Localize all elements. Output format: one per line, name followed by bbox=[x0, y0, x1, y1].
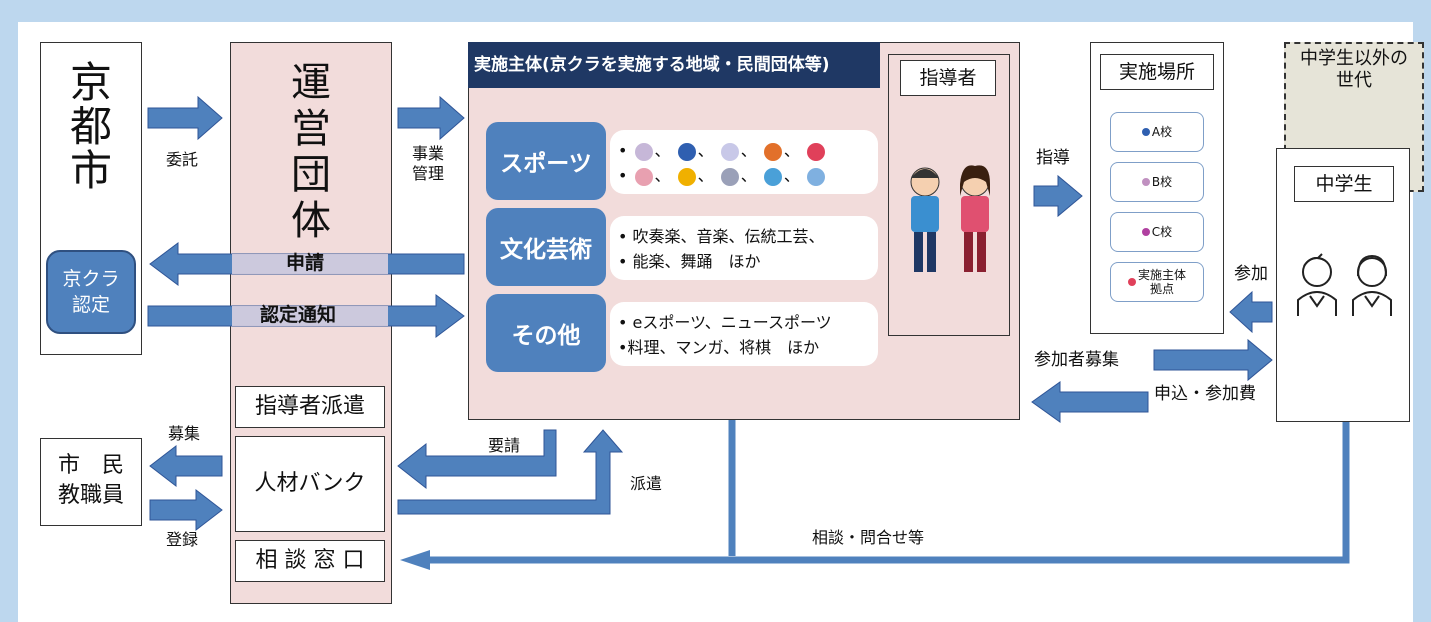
students-title: 中学生 bbox=[1294, 166, 1394, 202]
sports-line1: • 、 、 、 、 bbox=[618, 138, 878, 163]
consult-line-students bbox=[430, 422, 1350, 564]
other-line1: • eスポーツ、ニュースポーツ bbox=[618, 313, 832, 332]
label-application: 申請 bbox=[286, 252, 325, 274]
talent-bank-box: 人材バンク bbox=[235, 436, 385, 532]
label-recruit: 募集 bbox=[168, 424, 201, 443]
citizens-line2: 教職員 bbox=[57, 483, 124, 508]
instructor-figures bbox=[910, 165, 990, 272]
arrow-register bbox=[149, 488, 223, 532]
other-gen-line1: 中学生以外の bbox=[1300, 48, 1408, 69]
baseball-icon bbox=[634, 142, 653, 161]
boy-student-icon bbox=[1297, 253, 1337, 316]
venue-c-school: C校 bbox=[1110, 212, 1204, 252]
ball-icon bbox=[1141, 128, 1150, 136]
instructor-box bbox=[888, 54, 1010, 336]
arrow-recruit bbox=[149, 444, 223, 488]
operator-char-1: 運 bbox=[291, 60, 331, 106]
consult-window-box: 相 談 窓 口 bbox=[235, 540, 385, 582]
citizens-line1: 市 民 bbox=[57, 453, 124, 478]
arrow-management bbox=[397, 95, 465, 141]
label-business-2: 管理 bbox=[412, 164, 445, 183]
arrow-commission bbox=[147, 95, 223, 141]
label-notice: 認定通知 bbox=[260, 304, 337, 326]
label-commission: 委託 bbox=[166, 150, 199, 169]
kyoto-city-char-2: 都 bbox=[69, 102, 112, 151]
operator-char-2: 営 bbox=[291, 106, 331, 152]
arrow-dispatch bbox=[397, 429, 624, 515]
other-gen-line2: 世代 bbox=[1336, 70, 1372, 91]
kyocla-cert-line2: 認定 bbox=[71, 294, 110, 316]
badminton-icon bbox=[806, 167, 825, 186]
label-application-fee: 申込・参加費 bbox=[1154, 384, 1256, 404]
venues-title: 実施場所 bbox=[1100, 54, 1214, 90]
venue-b-school: B校 bbox=[1110, 162, 1204, 202]
label-request: 要請 bbox=[488, 436, 521, 455]
sports-line2: • 、 、 、 、 bbox=[618, 163, 878, 188]
kyoto-city-char-1: 京 bbox=[69, 58, 112, 107]
label-recruit-participants: 参加者募集 bbox=[1034, 350, 1119, 370]
running-icon bbox=[677, 167, 696, 186]
arrow-instruction bbox=[1033, 174, 1083, 218]
ball-icon bbox=[1141, 178, 1150, 186]
label-participation: 参加 bbox=[1234, 264, 1268, 284]
sports-activities: • 、 、 、 、 • 、 、 、 、 bbox=[610, 130, 878, 194]
instructor-dispatch-box: 指導者派遣 bbox=[235, 386, 385, 428]
operator-title: 運 営 団 体 bbox=[230, 60, 392, 244]
label-instruction: 指導 bbox=[1036, 148, 1070, 168]
tennis-icon bbox=[634, 167, 653, 186]
table-tennis-icon bbox=[1127, 278, 1136, 286]
label-consultation: 相談・問合せ等 bbox=[812, 528, 925, 547]
female-instructor-icon bbox=[960, 165, 990, 272]
arrow-recruit-participants bbox=[1153, 338, 1273, 382]
girl-student-icon bbox=[1352, 254, 1392, 316]
venue-implementer-base: 実施主体 拠点 bbox=[1110, 262, 1204, 302]
kyoto-city-char-3: 市 bbox=[69, 146, 112, 195]
other-line2: •料理、マンガ、将棋 ほか bbox=[618, 338, 820, 357]
kyoto-city-box: 京 都 市 bbox=[40, 42, 142, 355]
arrow-consultation-head bbox=[400, 550, 430, 570]
sumo-icon bbox=[720, 167, 739, 186]
category-other: その他 bbox=[486, 294, 606, 372]
culture-activities: • 吹奏楽、音楽、伝統工芸、 • 能楽、舞踊 ほか bbox=[610, 216, 878, 280]
category-sports: スポーツ bbox=[486, 122, 606, 200]
instructor-label: 指導者 bbox=[900, 60, 996, 96]
male-instructor-icon bbox=[910, 167, 940, 272]
basketball-icon bbox=[763, 142, 782, 161]
culture-line1: • 吹奏楽、音楽、伝統工芸、 bbox=[618, 227, 825, 246]
implementer-title: 実施主体(京クラを実施する地域・民間団体等) bbox=[468, 42, 880, 88]
students-figures bbox=[1297, 253, 1392, 316]
kyocla-certification-badge: 京クラ 認定 bbox=[46, 250, 136, 334]
label-dispatch: 派遣 bbox=[630, 474, 663, 493]
swimming-icon bbox=[763, 167, 782, 186]
table-tennis-icon bbox=[806, 142, 825, 161]
arrow-participation bbox=[1229, 290, 1273, 334]
label-register: 登録 bbox=[166, 530, 199, 549]
label-business-1: 事業 bbox=[412, 144, 445, 163]
kyocla-cert-line1: 京クラ bbox=[62, 268, 120, 290]
arrow-application-fee bbox=[1031, 381, 1149, 423]
venue-a-school: A校 bbox=[1110, 112, 1204, 152]
category-culture-arts: 文化芸術 bbox=[486, 208, 606, 286]
soccer-icon bbox=[677, 142, 696, 161]
volleyball-icon bbox=[720, 142, 739, 161]
other-activities: • eスポーツ、ニュースポーツ •料理、マンガ、将棋 ほか bbox=[610, 302, 878, 366]
operator-char-4: 体 bbox=[291, 198, 331, 244]
citizens-box: 市 民 教職員 bbox=[40, 438, 142, 526]
operator-char-3: 団 bbox=[291, 152, 331, 198]
racket-icon bbox=[1141, 228, 1150, 236]
arrow-request bbox=[397, 429, 557, 490]
culture-line2: • 能楽、舞踊 ほか bbox=[618, 252, 761, 271]
